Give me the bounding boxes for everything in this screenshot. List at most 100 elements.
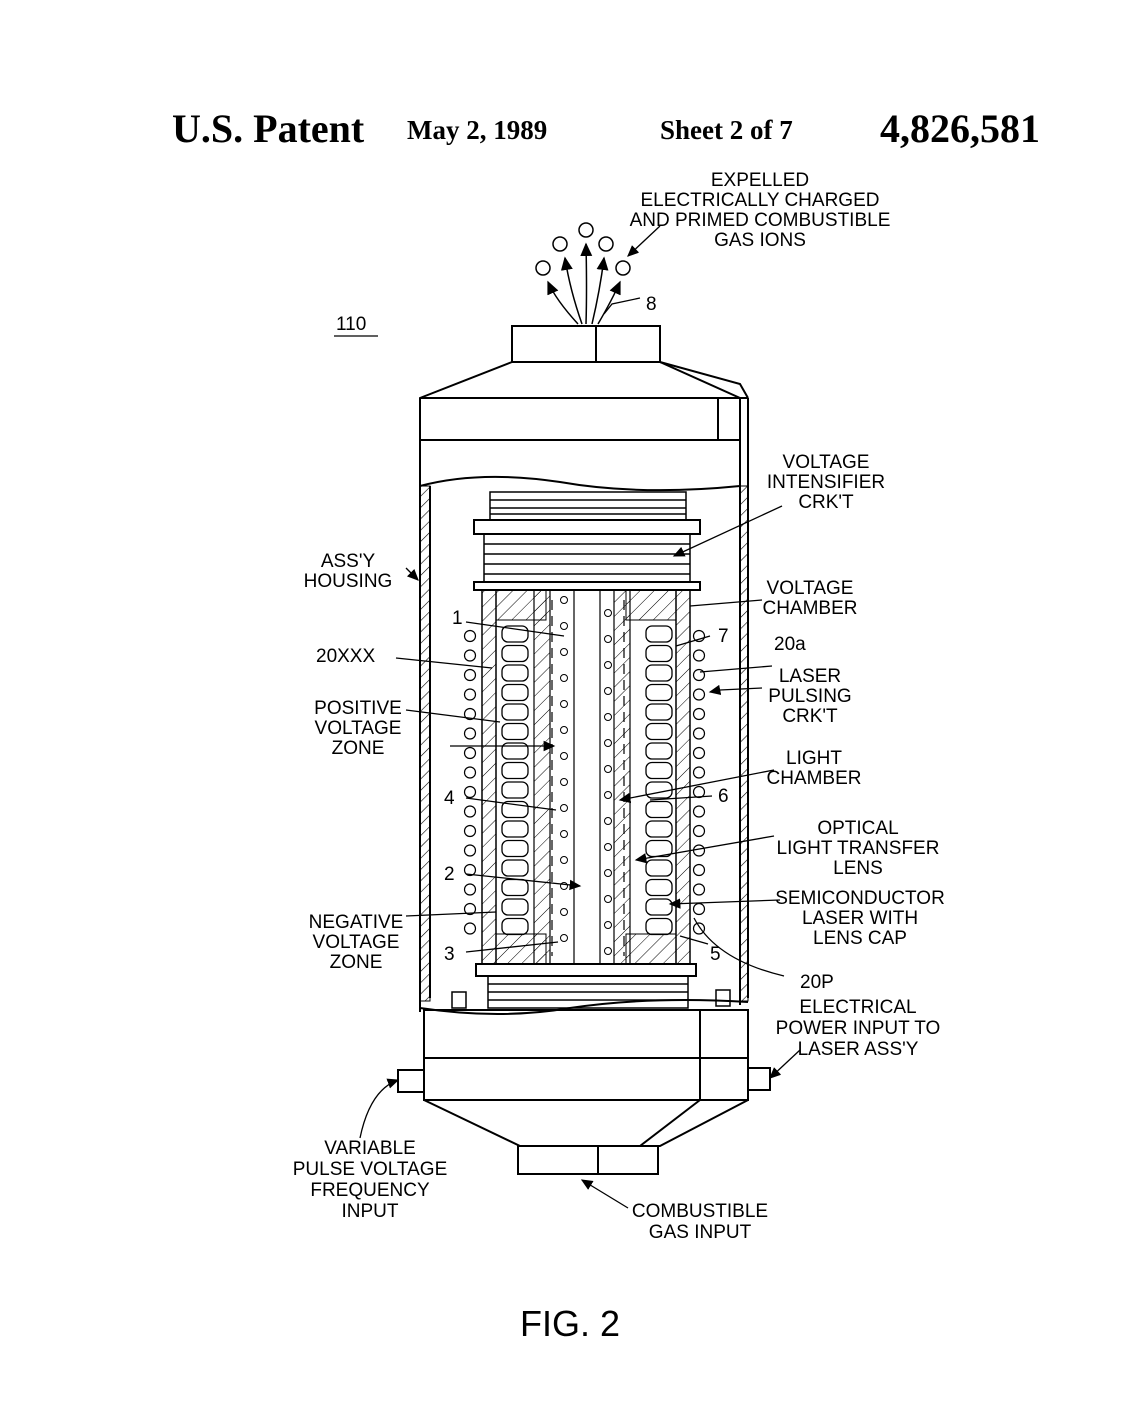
negative-zone-line: VOLTAGE xyxy=(313,932,400,953)
gas-ion xyxy=(560,752,568,760)
semiconductor-line: LENS CAP xyxy=(813,928,907,949)
expelled-ions xyxy=(535,222,631,325)
ref-5: 5 xyxy=(710,944,721,965)
ref-110: 110 xyxy=(336,314,366,335)
laser-cells-left xyxy=(501,625,529,936)
laser-cell xyxy=(501,625,529,643)
coil-winding xyxy=(463,688,477,701)
gas-ion xyxy=(604,791,612,799)
laser-cell xyxy=(501,781,529,799)
laser-cell xyxy=(501,703,529,721)
housing-wall-hatch xyxy=(419,485,749,1002)
gas-ion xyxy=(604,921,612,929)
patent-date: May 2, 1989 xyxy=(407,115,548,145)
ref-2: 2 xyxy=(444,864,455,885)
semiconductor-line: SEMICONDUCTOR xyxy=(775,888,945,909)
laser-pulsing-line: LASER xyxy=(779,666,841,687)
coil-winding xyxy=(463,922,477,935)
coil-winding xyxy=(692,688,706,701)
gas-ion xyxy=(560,830,568,838)
laser-cell xyxy=(645,703,673,721)
gas-ion xyxy=(560,674,568,682)
light-chamber-line: CHAMBER xyxy=(766,768,861,789)
positive-zone-line: POSITIVE xyxy=(314,698,402,719)
laser-cell xyxy=(645,878,673,897)
variable-pulse-line: VARIABLE xyxy=(324,1138,416,1159)
laser-cell xyxy=(645,898,673,916)
optical-lens-line: LIGHT TRANSFER xyxy=(777,838,940,859)
laser-cell xyxy=(501,820,529,838)
patent-number: 4,826,581 xyxy=(880,106,1040,151)
voltage-intensifier-line: VOLTAGE xyxy=(783,452,870,473)
coil-winding xyxy=(692,766,706,779)
coil-winding xyxy=(463,727,477,740)
laser-cell xyxy=(645,742,673,760)
ref-3: 3 xyxy=(444,944,455,965)
electrical-power-line: POWER INPUT TO xyxy=(776,1018,941,1039)
gas-ion xyxy=(560,908,568,916)
assy-housing-line: HOUSING xyxy=(304,571,393,592)
gas-ion xyxy=(604,609,612,617)
laser-cell xyxy=(501,917,529,936)
ref-4: 4 xyxy=(444,788,455,809)
voltage-intensifier-line: CRK'T xyxy=(798,492,854,513)
combustible-gas-line: GAS INPUT xyxy=(649,1222,752,1243)
coil-winding xyxy=(692,805,706,818)
laser-cell xyxy=(645,800,673,819)
coil-winding xyxy=(692,902,706,916)
gas-ion xyxy=(560,804,568,812)
coil-winding xyxy=(463,883,477,896)
gas-ion xyxy=(560,934,568,942)
laser-cell xyxy=(501,898,529,916)
expelled-line: EXPELLED xyxy=(711,170,809,191)
voltage-intensifier-stack xyxy=(473,491,701,591)
laser-cell xyxy=(645,625,673,643)
laser-cell xyxy=(501,761,529,780)
coil-winding xyxy=(463,844,477,857)
laser-cell xyxy=(645,820,673,838)
laser-cell xyxy=(501,839,529,858)
laser-pulsing-line: PULSING xyxy=(768,686,851,707)
housing-body xyxy=(397,325,771,1175)
electrical-power-line: ELECTRICAL xyxy=(799,997,916,1018)
positive-zone-line: VOLTAGE xyxy=(315,718,402,739)
leader-lines xyxy=(334,225,801,1209)
coil-winding xyxy=(463,785,477,799)
gas-ion xyxy=(604,661,612,669)
laser-cell xyxy=(501,859,529,877)
gas-ion xyxy=(604,947,612,955)
gas-ion xyxy=(560,778,568,786)
electrical-power-line: LASER ASS'Y xyxy=(798,1039,919,1060)
laser-cell xyxy=(501,722,529,741)
combustible-gas-line: COMBUSTIBLE xyxy=(632,1201,768,1222)
laser-cell xyxy=(645,644,673,663)
coil-winding xyxy=(463,824,477,838)
laser-pulsing-line: CRK'T xyxy=(782,706,838,727)
optical-lens-line: OPTICAL xyxy=(817,818,898,839)
coil-winding xyxy=(692,922,706,935)
gas-ion xyxy=(604,687,612,695)
gas-ion xyxy=(604,817,612,825)
sheet-number: Sheet 2 of 7 xyxy=(660,115,793,145)
coil-winding xyxy=(692,727,706,740)
gas-ion xyxy=(604,869,612,877)
laser-cell xyxy=(645,683,673,702)
coil-winding xyxy=(692,863,706,877)
coil-windings xyxy=(463,629,706,935)
laser-cell xyxy=(645,761,673,780)
negative-zone-line: NEGATIVE xyxy=(309,912,404,933)
gas-ion xyxy=(604,765,612,773)
coil-winding xyxy=(463,629,477,643)
voltage-chamber-line: VOLTAGE xyxy=(767,578,854,599)
patent-label: U.S. Patent xyxy=(172,106,365,151)
gas-ions xyxy=(560,596,612,955)
